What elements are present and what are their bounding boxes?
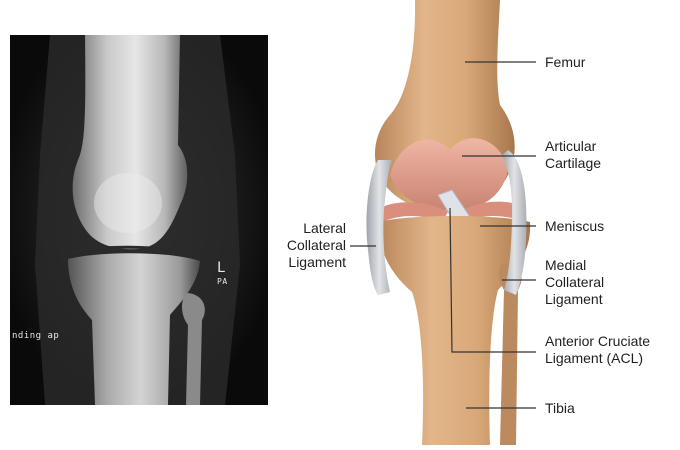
xray-marker-letter: L bbox=[217, 260, 226, 276]
xray-graphic bbox=[10, 35, 268, 405]
label-lateral-collateral-ligament: Lateral Collateral Ligament bbox=[282, 220, 346, 271]
label-articular-cartilage: Articular Cartilage bbox=[545, 138, 601, 172]
xray-caption: nding ap bbox=[12, 331, 59, 341]
label-tibia: Tibia bbox=[545, 400, 575, 417]
knee-anatomy-illustration bbox=[330, 0, 680, 445]
xray-image: L PA nding ap bbox=[10, 35, 268, 405]
label-meniscus: Meniscus bbox=[545, 218, 604, 235]
label-medial-collateral-ligament: Medial Collateral Ligament bbox=[545, 257, 604, 308]
label-acl: Anterior Cruciate Ligament (ACL) bbox=[545, 333, 650, 367]
xray-marker-sub: PA bbox=[217, 277, 228, 286]
knee-graphic bbox=[330, 0, 680, 445]
label-femur: Femur bbox=[545, 54, 585, 71]
